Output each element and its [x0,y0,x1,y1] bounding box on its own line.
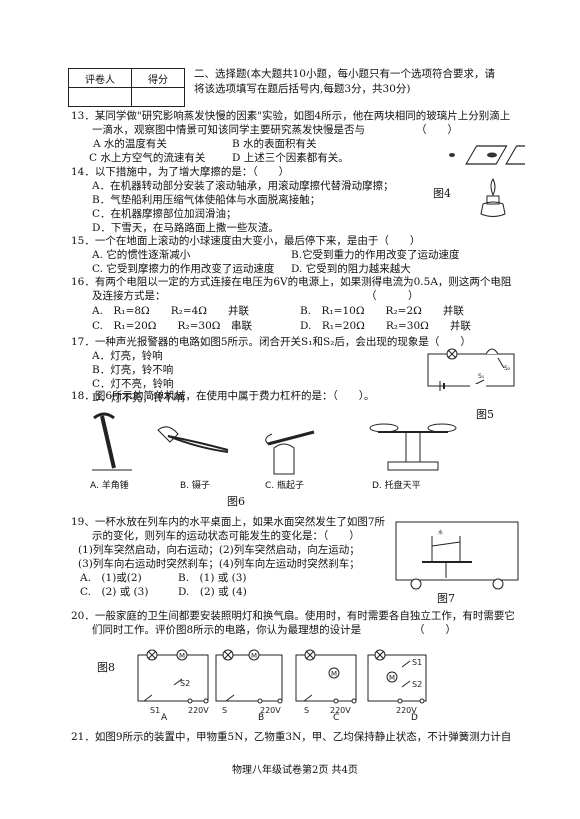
q13-stem-line2: 一滴水，观察图中情景可知该同学主要研究蒸发快慢是否与 [92,124,365,136]
q17-option-d: D．灯不亮，铃不响 [92,392,185,404]
q19-case-line1: (1)列车突然启动，向右运动；(2)列车突然启动，向左运动； [78,544,360,556]
q15-option-d: D. 它受到的阻力越来越大 [291,263,411,275]
figure-8-caption: 图8 [97,661,115,674]
figure-8-circuits: M M M M S2 S1 220V S 220V [137,649,427,715]
q13-answer-paren[interactable]: （ ） [416,124,458,136]
q19-option-b: B. (1) 或 (3) [178,572,247,584]
score-table: 评卷人 得分 [68,68,185,107]
circuit-label-a: A [161,713,168,723]
svg-text:M: M [331,670,337,678]
svg-text:M: M [179,652,185,660]
figure-6-caption: 图6 [227,495,245,508]
circuit-a: M [137,649,209,704]
q14-stem: 14．以下措施中，为了增大摩擦的是：（ ） [71,166,290,178]
balance-scale-icon [369,423,457,471]
circuit-label-d: D [411,713,418,723]
figure-6-tools [92,412,457,475]
q14-option-b: B．气垫船利用压缩气体使船体与水面脱离接触； [92,194,321,206]
q13-option-b: B 水的表面积有关 [232,138,317,150]
q17-option-c: C．灯不亮，铃响 [92,378,174,390]
figure-5-circuit: S₁ S₂ [427,348,515,391]
score-table-grader-cell[interactable] [68,87,132,107]
q19-stem-line1: 19、一杯水放在列车内的水平桌面上，如果水面突然发生了如图7所 [71,516,386,528]
q13-option-a: A 水的温度有关 [93,138,167,150]
circuit-b-voltage: 220V [260,706,281,715]
q13-option-c: C 水上方空气的流速有关 [89,152,206,164]
q18-label-a: A. 羊角锤 [90,481,129,491]
q21-stem: 21．如图9所示的装置中，甲物重5N，乙物重3N，甲、乙均保持静止状态，不计弹簧… [71,731,512,743]
circuit-a-voltage: 220V [188,706,209,715]
q14-option-a: A．在机器转动部分安装了滚动轴承，用滚动摩擦代替滑动摩擦； [92,180,394,192]
score-table-grader-header: 评卷人 [68,68,132,88]
q16-option-c: C. R₁=20Ω R₂=30Ω 串联 [92,320,252,332]
q17-option-a: A．灯亮，铃响 [92,350,163,362]
q18-stem: 18．图6所示的简单机械，在使用中属于费力杠杆的是：（ ）。 [71,390,375,402]
svg-text:M: M [389,674,395,682]
circuit-b: M [215,649,283,704]
svg-text:M: M [251,652,257,660]
circuit-label-b: B [258,713,265,723]
circuit-a-s1-label: S1 [150,706,160,715]
q16-option-d: D. R₁=20Ω R₂=30Ω 并联 [300,320,471,332]
q20-stem-line1: 20．一般家庭的卫生间都要安装照明灯和换气扇。使用时，有时需要各自独立工作，有时… [71,610,515,622]
q13-stem-line1: 13．某同学做"研究影响蒸发快慢的因素"实验，如图4所示，他在两块相同的玻璃片上… [71,110,511,122]
svg-text:S₁: S₁ [478,373,485,380]
circuit-b-switch-label: S [222,706,227,715]
bottle-opener-icon [265,430,315,475]
figure-4-caption: 图4 [433,187,451,200]
tweezers-icon [157,426,229,453]
q16-answer-paren[interactable]: （ ） [366,290,419,302]
q16-stem-line2: 及连接方式是： [92,290,166,302]
q14-option-d: D．下雪天，在马路路面上撒一些灰渣。 [92,222,279,234]
q14-option-c: C．在机器摩擦部位加润滑油； [92,208,237,220]
q16-option-b: B. R₁=10Ω R₂=2Ω 并联 [300,305,464,317]
q17-option-b: B．灯亮，铃不响 [92,364,174,376]
q17-stem: 17．一种声光报警器的电路如图5所示。闭合开关S₁和S₂后，会出现的现象是（ ） [71,336,471,348]
svg-text:水: 水 [438,529,443,536]
q19-stem-line2: 示的变化，则列车的运动状态可能发生的变化是：（ ） [92,530,360,542]
q20-answer-paren[interactable]: （ ） [414,624,456,636]
circuit-label-c: C [333,713,340,723]
circuit-c: M [295,649,357,704]
score-table-score-cell[interactable] [131,87,185,107]
q19-case-line2: (3)列车向右运动时突然刹车；(4)列车向左运动时突然刹车； [78,558,360,570]
q15-option-a: A. 它的惯性逐渐减小 [92,249,191,261]
figure-7-caption: 图7 [437,592,455,605]
q15-option-c: C. 它受到摩擦力的作用改变了运动速度 [92,263,275,275]
q16-option-a: A. R₁=8Ω R₂=4Ω 并联 [92,305,250,317]
score-table-score-header: 得分 [131,68,185,88]
circuit-d: M [367,649,427,704]
figure-7-train-car: 水 [395,521,519,590]
q18-label-c: C. 瓶起子 [265,481,305,491]
svg-text:S₂: S₂ [504,365,511,372]
q18-label-b: B. 镊子 [180,481,210,491]
figure-5-caption: 图5 [476,408,494,421]
claw-hammer-icon [92,412,132,471]
section-heading-line2: 将该选项填写在题后括号内,每题3分，共30分) [194,83,411,95]
q13-option-d: D 上述三个因素都有关。 [232,152,349,164]
circuit-d-s2-label: S2 [412,680,422,689]
q15-stem: 15．一个在地面上滚动的小球速度由大变小，最后停下来，是由于（ ） [71,235,421,247]
q19-option-c: C. (2) 或 (3) [80,586,149,598]
q19-option-a: A. (1)或(2) [80,572,142,584]
section-heading-line1: 二、选择题(本大题共10小题，每小题只有一个选项符合要求，请 [194,68,495,80]
circuit-d-voltage: 220V [396,706,417,715]
q16-stem-line1: 16．有两个电阻以一定的方式连接在电压为6V的电源上，如果测得电流为0.5A，则… [71,276,512,288]
circuit-c-voltage: 220V [330,706,351,715]
figure-4-illustration [449,145,525,217]
q18-label-d: D. 托盘天平 [372,481,421,491]
circuit-c-switch-label: S [304,706,309,715]
circuit-a-s2-label: S2 [180,679,190,688]
circuit-d-s1-label: S1 [412,658,422,667]
q20-stem-line2: 们同时工作。评价图8所示的电路，你认为最理想的设计是 [92,624,362,636]
q15-option-b: B.它受到重力的作用改变了运动速度 [291,249,460,261]
page-footer: 物理八年级试卷第2页 共4页 [232,765,358,776]
q19-option-d: D. (2) 或 (4) [178,586,247,598]
